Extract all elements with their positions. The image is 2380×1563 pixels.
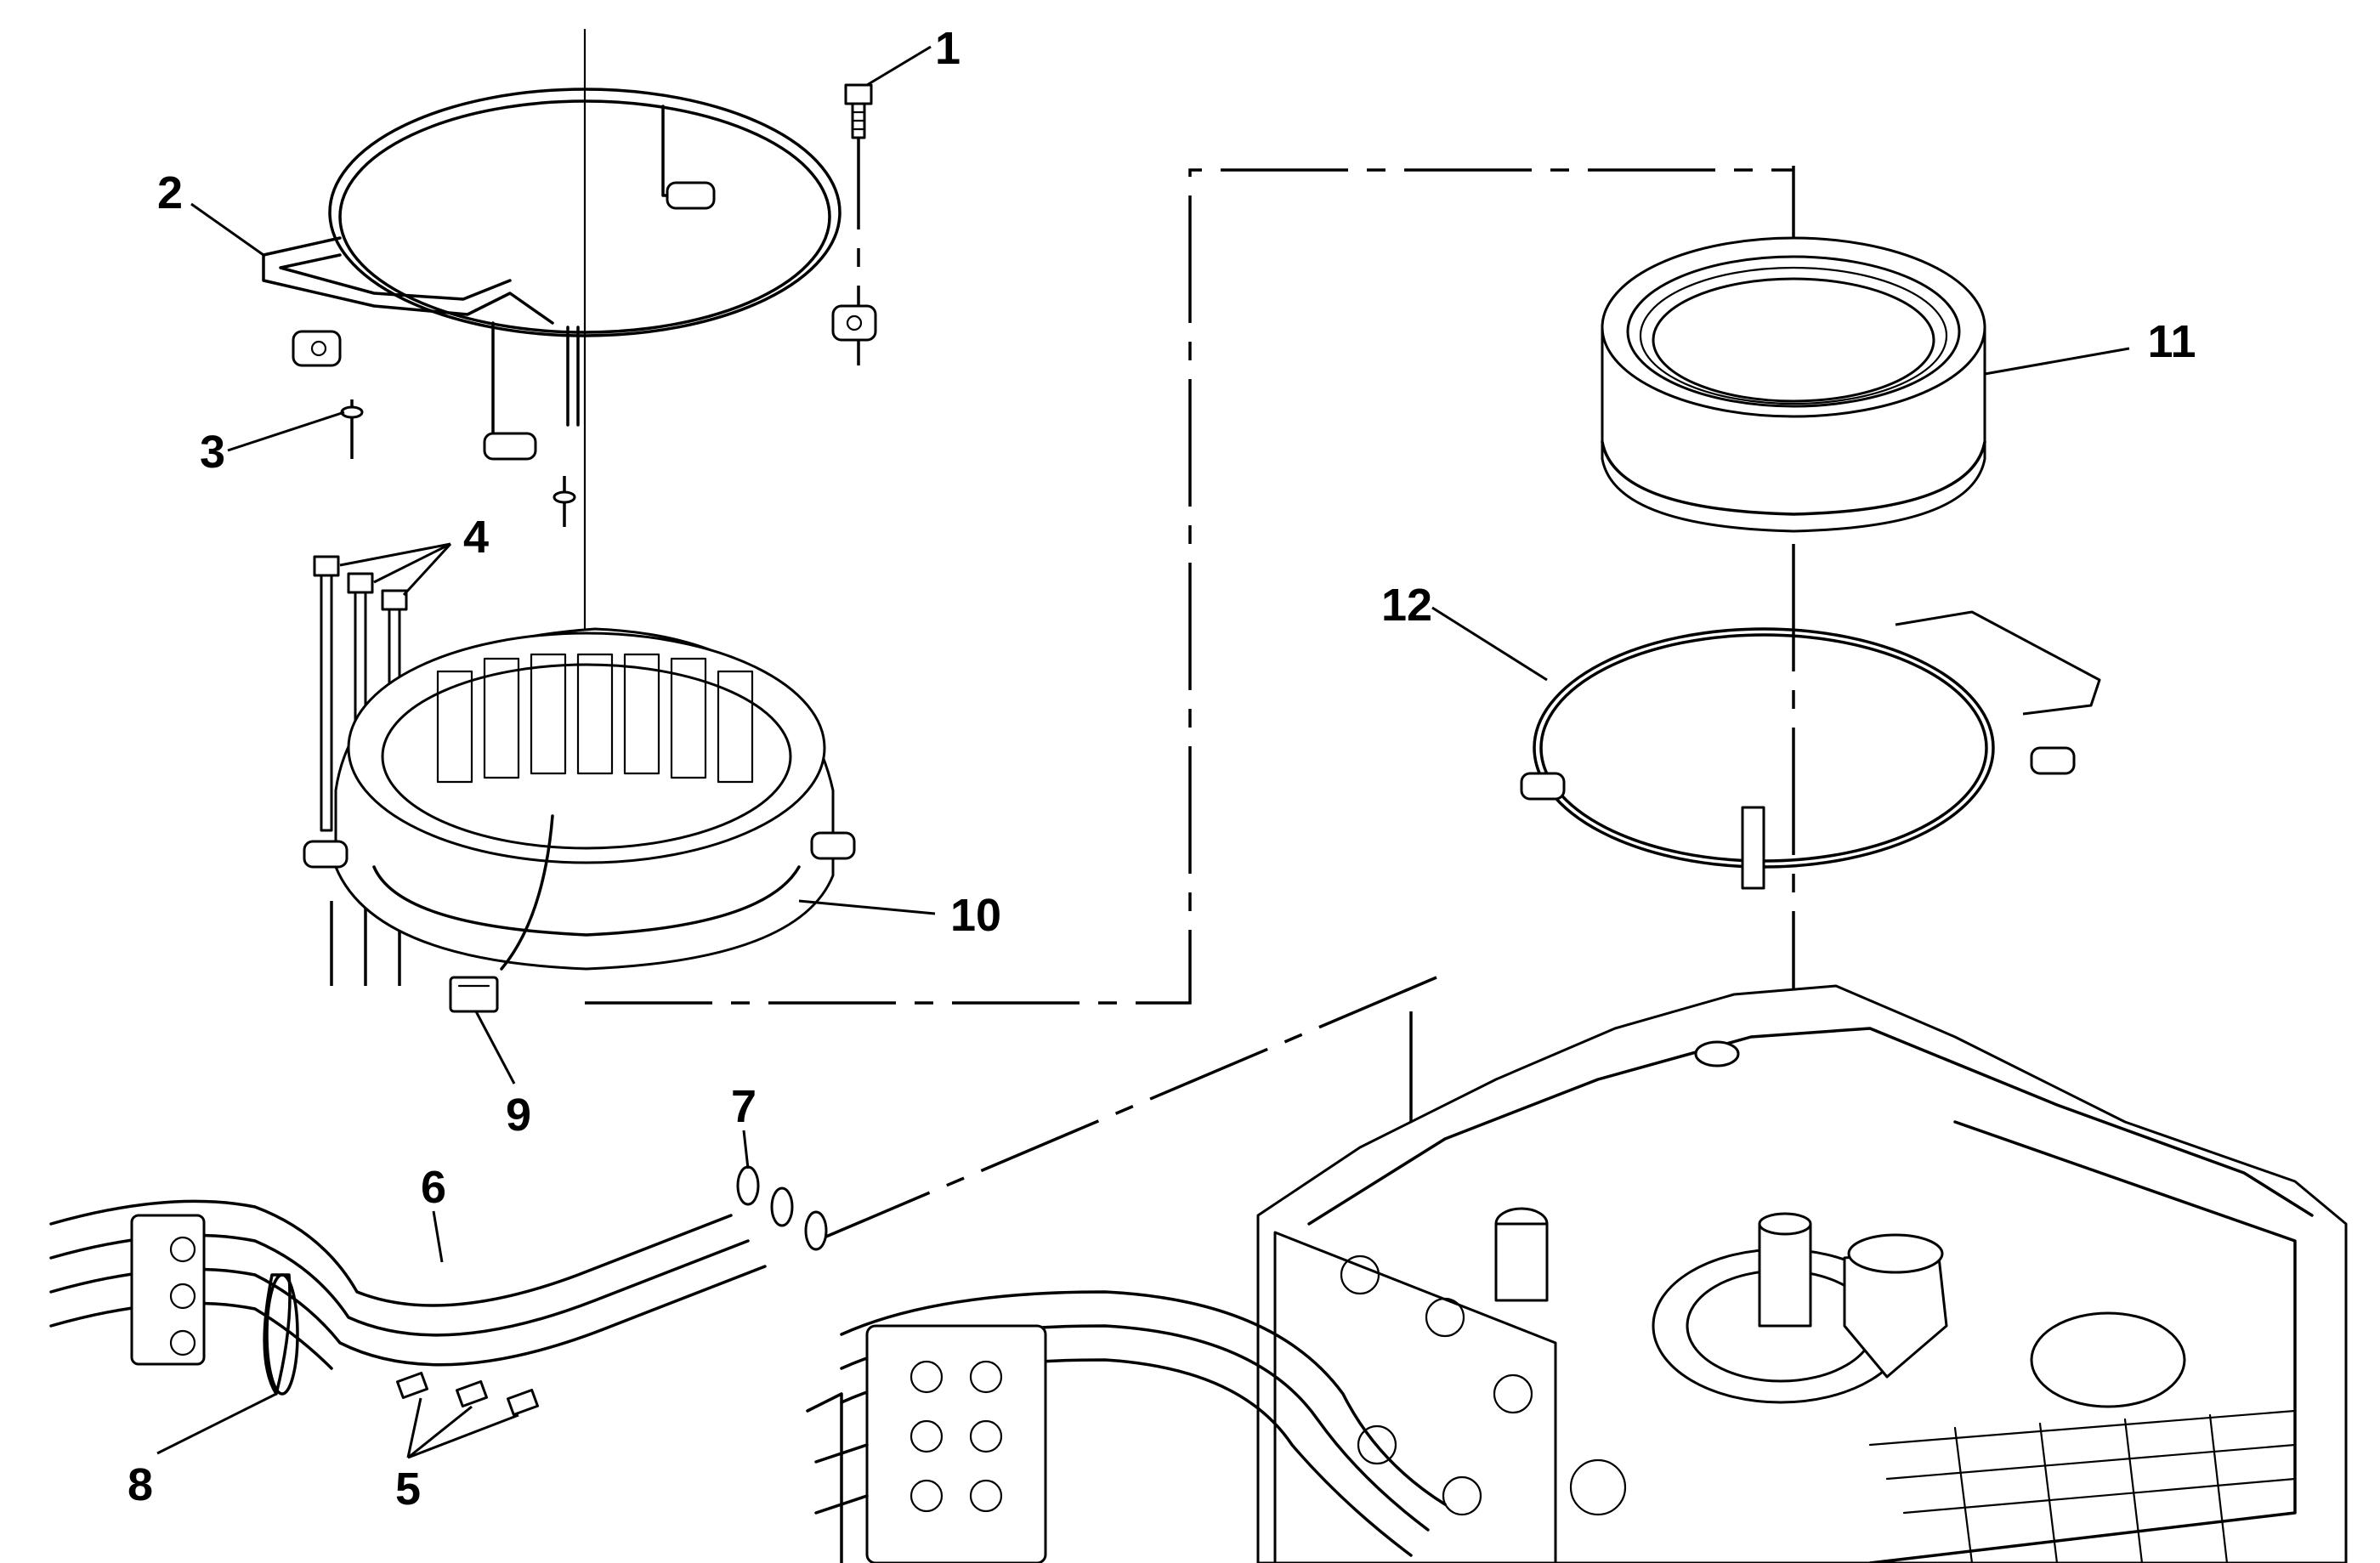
callout-7: 7 [731,1081,756,1132]
callout-1: 1 [935,23,960,74]
leader-lines [156,45,2130,1459]
washer-3 [340,405,576,504]
bolt-1 [844,83,873,139]
callout-labels: 1 2 3 4 5 6 7 8 9 10 11 12 [128,23,2196,1515]
connector-9 [449,976,499,1013]
callout-11: 11 [2147,316,2196,367]
harness-ring-2 [262,88,877,461]
rotor-11 [1601,236,1986,533]
callout-4: 4 [463,512,489,563]
installed-hv-harness [806,1290,1447,1563]
callout-5: 5 [395,1464,421,1515]
callout-12: 12 [1381,580,1432,631]
bolts-5 [395,1371,540,1417]
callout-10: 10 [950,890,1001,941]
hv-cable-harness [49,1199,767,1396]
ring-12 [1520,610,2101,890]
transmission-case [1256,984,2348,1563]
o-rings-7 [736,1165,828,1251]
callout-3: 3 [200,427,225,478]
callout-2: 2 [157,167,183,218]
stator-10 [303,627,856,971]
callout-9: 9 [506,1090,531,1141]
callout-6: 6 [421,1162,446,1213]
callout-8: 8 [128,1459,153,1510]
